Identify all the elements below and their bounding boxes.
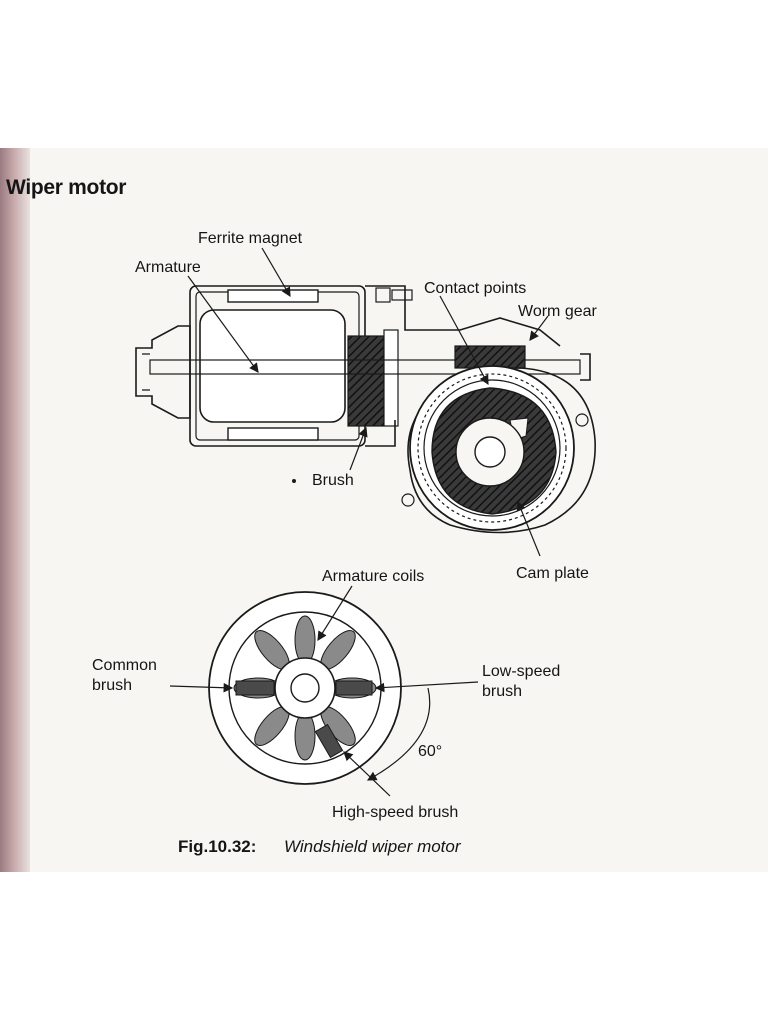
label-brush: Brush [312, 472, 354, 489]
label-angle: 60° [418, 743, 442, 760]
gear-wheel [401, 365, 596, 534]
ferrite-magnet-top [227, 289, 319, 303]
label-low-speed-brush-1: Low-speed [482, 663, 560, 680]
low-speed-brush [335, 680, 373, 696]
label-common-brush-1: Common [92, 657, 157, 674]
armature [199, 309, 346, 423]
commutator [347, 335, 385, 427]
scanned-page [0, 148, 768, 872]
label-contact-points: Contact points [424, 280, 526, 297]
label-common-brush-2: brush [92, 677, 132, 694]
worm-gear [454, 345, 526, 369]
high-speed-brush [314, 723, 344, 759]
label-armature-coils: Armature coils [322, 568, 424, 585]
label-low-speed-brush-2: brush [482, 683, 522, 700]
armature-end-view [208, 591, 402, 785]
section-heading: Wiper motor [6, 176, 127, 199]
label-high-speed-brush: High-speed brush [332, 804, 458, 821]
caption-text: Windshield wiper motor [284, 837, 462, 856]
ferrite-magnet-bottom [227, 427, 319, 441]
motor-housing [135, 285, 591, 447]
label-cam-plate: Cam plate [516, 565, 589, 582]
label-armature: Armature [135, 259, 201, 276]
common-brush [235, 680, 275, 696]
label-worm-gear: Worm gear [518, 303, 598, 320]
page-binding-edge [0, 148, 30, 872]
caption-number: Fig.10.32: [178, 837, 256, 856]
label-ferrite-magnet: Ferrite magnet [198, 230, 303, 247]
